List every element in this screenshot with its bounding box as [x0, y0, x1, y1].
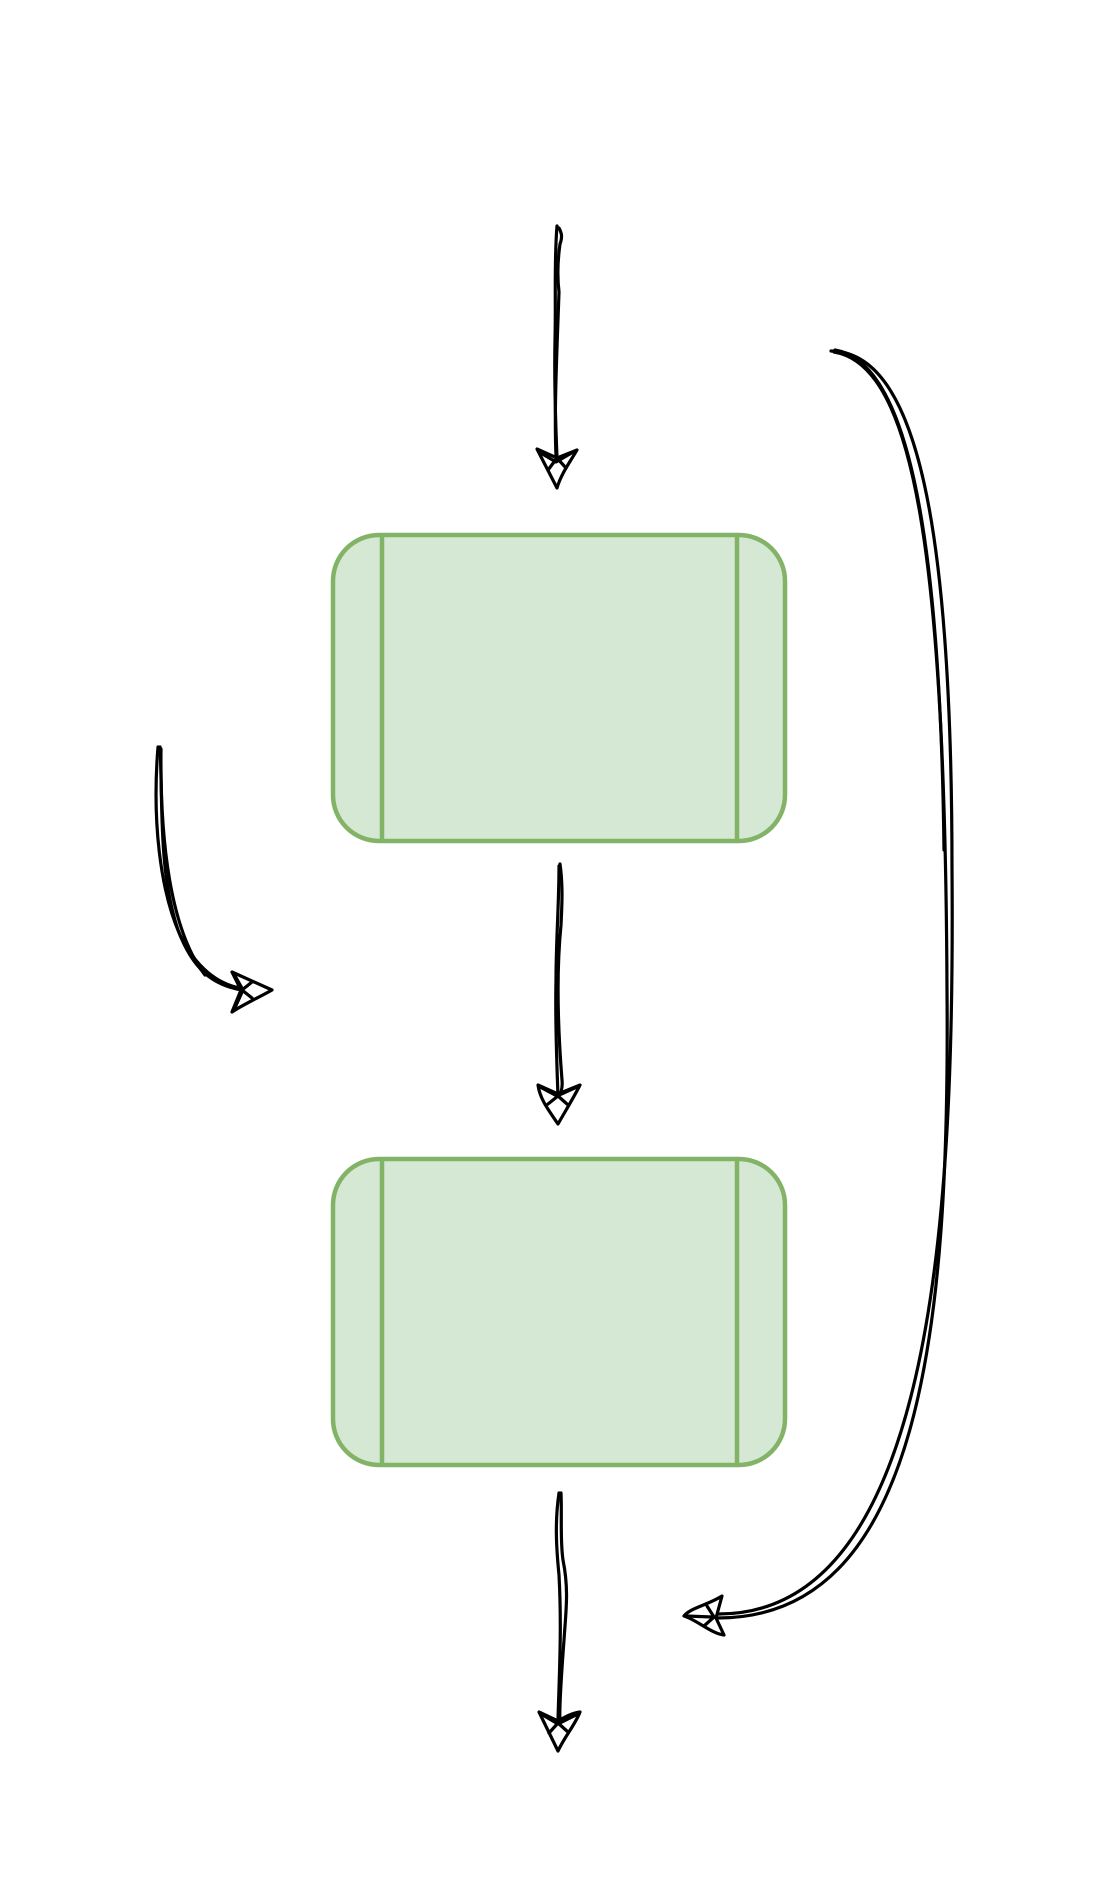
- input-arrow[interactable]: [535, 224, 579, 490]
- process-box-2[interactable]: [330, 1156, 788, 1468]
- process-1-to-process-2-arrow[interactable]: [536, 862, 582, 1126]
- output-arrow[interactable]: [537, 1491, 582, 1753]
- process-box-1[interactable]: [330, 532, 788, 844]
- side-curved-arrow[interactable]: [154, 745, 274, 1014]
- loop-back-arrow[interactable]: [682, 348, 954, 1637]
